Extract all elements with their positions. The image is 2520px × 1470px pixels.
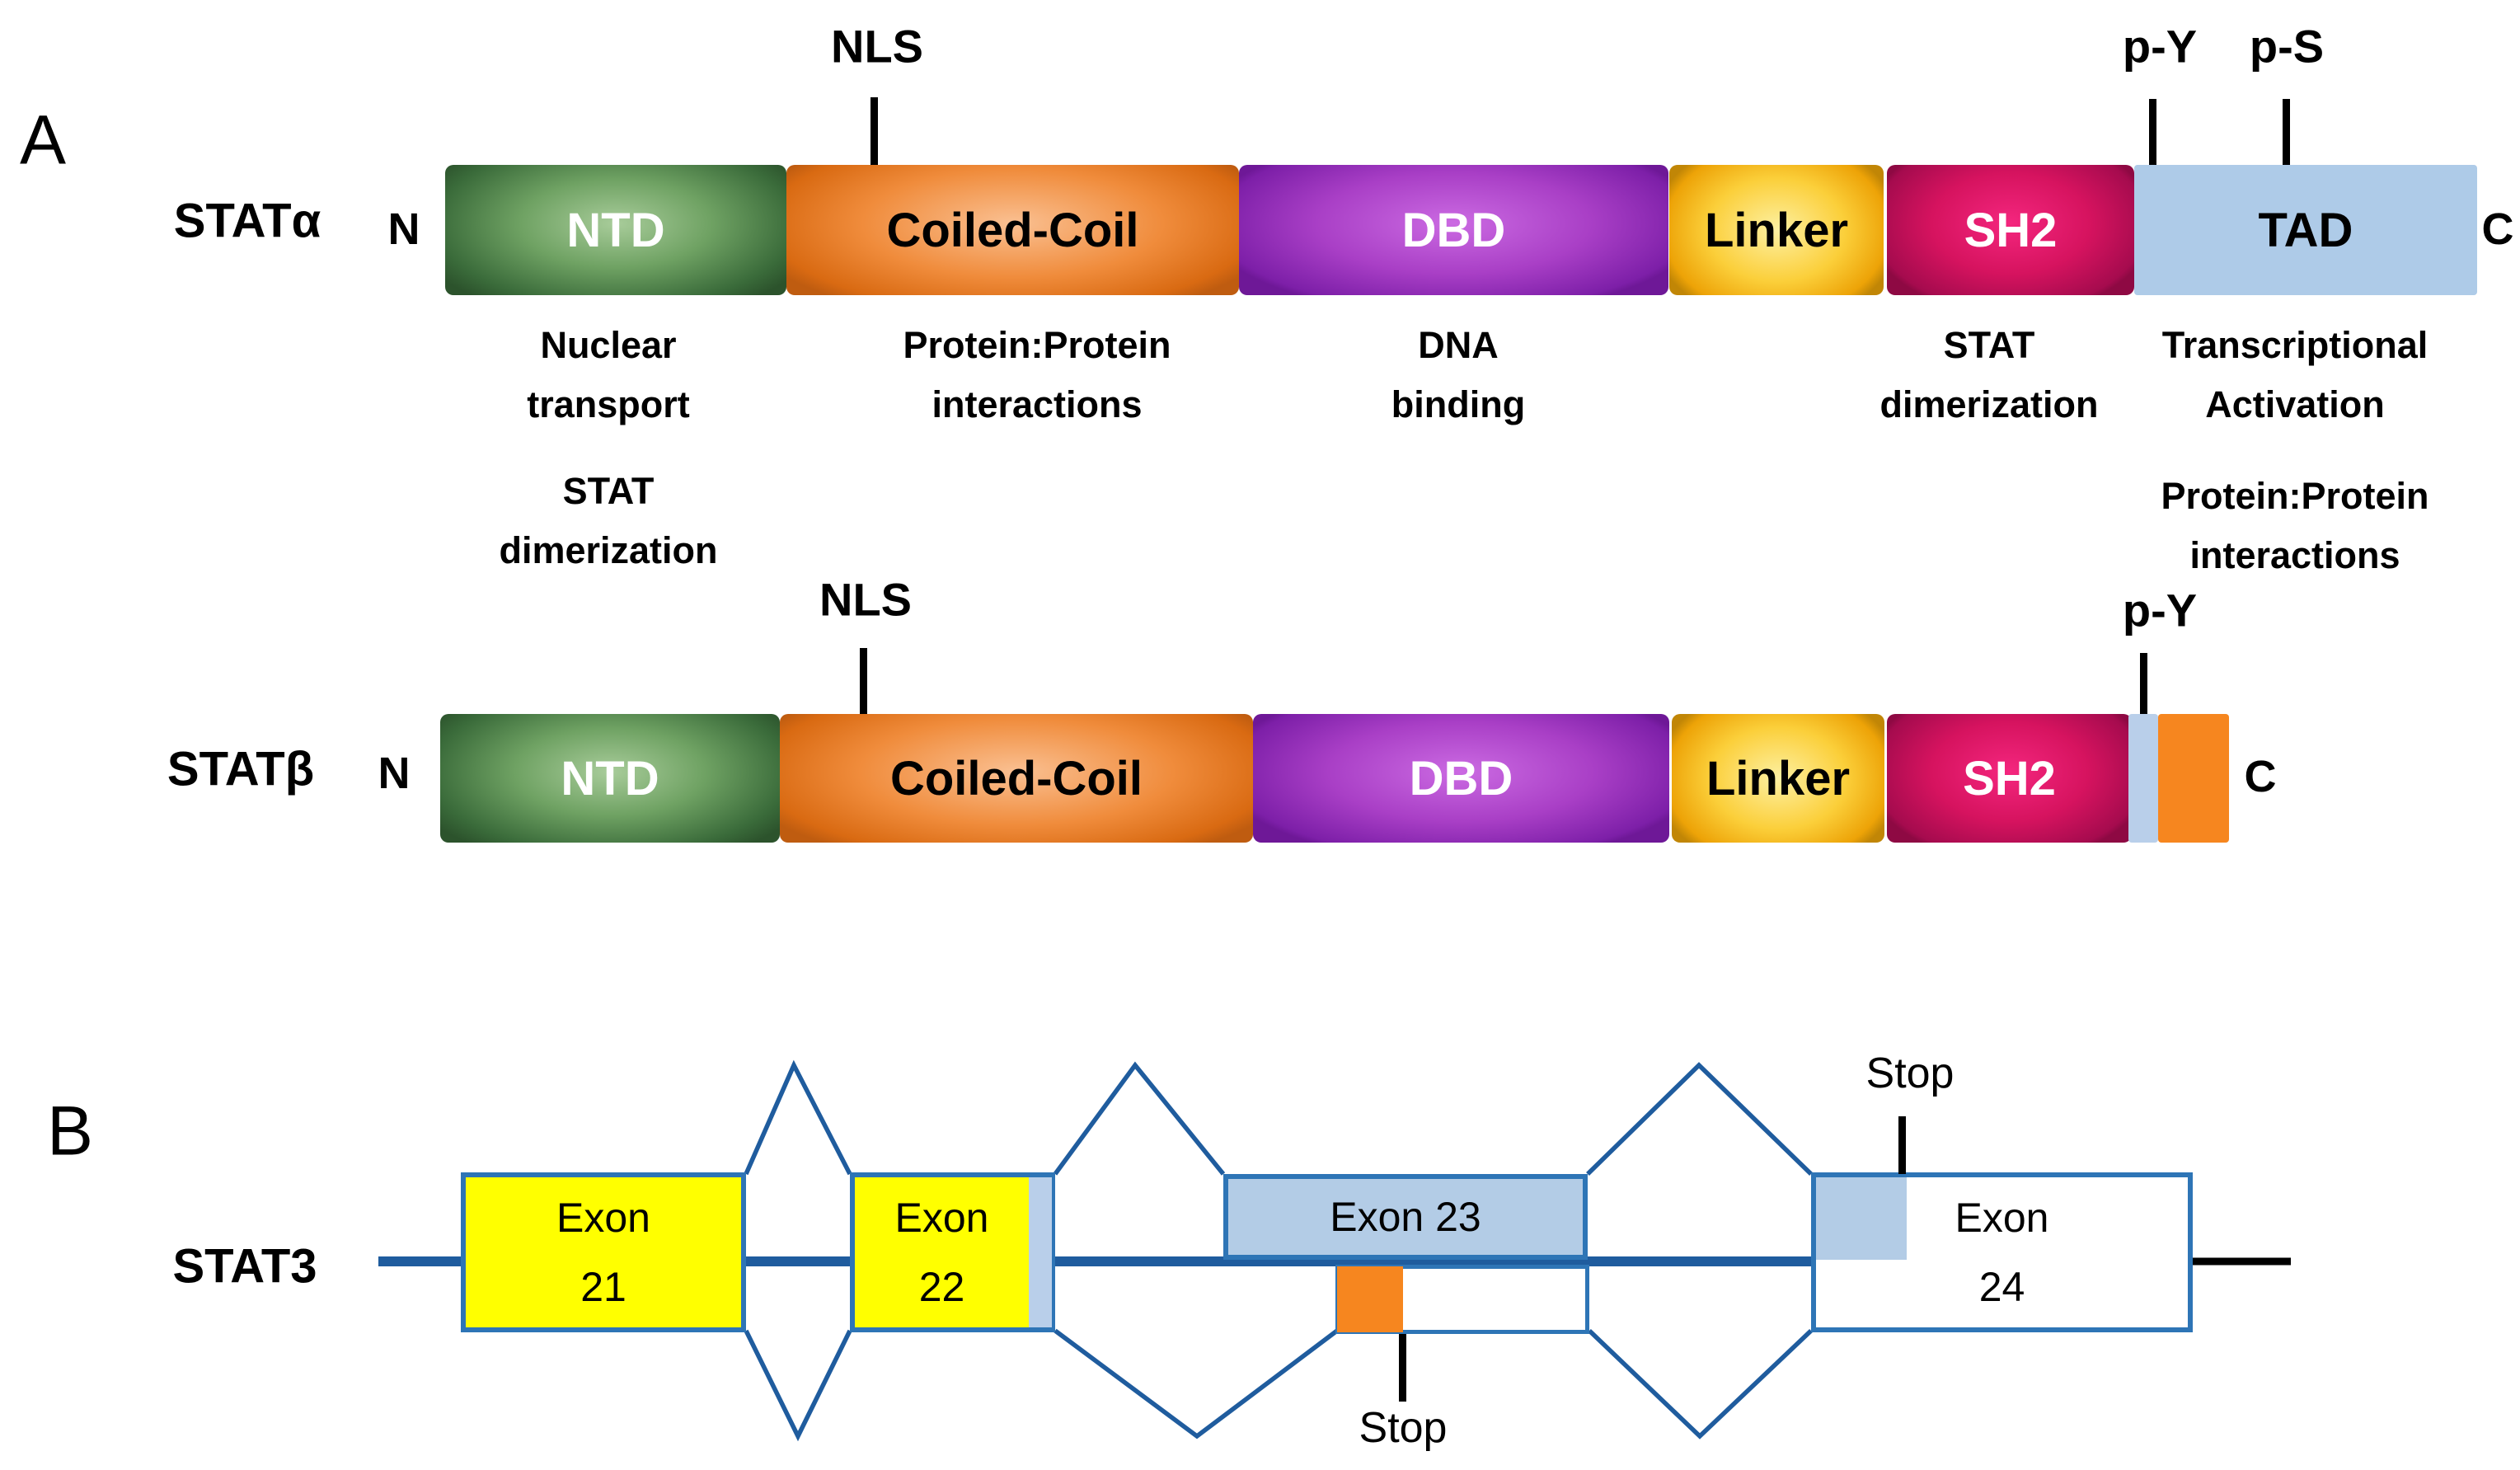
stat-beta-nls-tick: [860, 648, 867, 714]
intron-21-22-lower-v: [744, 1329, 852, 1442]
stat-alpha-c-terminus: C: [2481, 204, 2514, 254]
function-nuclear-transport: Nuclear transport: [527, 324, 690, 425]
function-protein-protein-coiledcoil: Protein:Protein interactions: [903, 324, 1171, 425]
stat-beta-dbd-domain: DBD: [1253, 714, 1669, 843]
panel-b-letter: B: [46, 1092, 94, 1170]
stat-beta-name: STATβ: [167, 742, 315, 796]
stat-beta-py-label: p-Y: [2122, 584, 2198, 636]
panel-a-letter: A: [19, 101, 67, 179]
exon-21-box: Exon 21: [461, 1172, 746, 1332]
stat-alpha-sh2-domain: SH2: [1887, 165, 2134, 295]
stat-alpha-py-tick: [2149, 99, 2156, 170]
stat-alpha-coiledcoil-domain: Coiled-Coil: [786, 165, 1239, 295]
intron-22-23-upper-v: [1053, 1061, 1226, 1176]
stop-codon-alpha-label: Stop: [1865, 1050, 1955, 1097]
stat-alpha-ps-tick: [2283, 99, 2290, 170]
intron-21-22-upper-v: [744, 1059, 852, 1176]
stat-alpha-nls-label: NLS: [831, 20, 923, 73]
exon-22-box: Exon 22: [850, 1172, 1055, 1332]
function-transcriptional-activation: Transcriptional Activation: [2161, 324, 2428, 425]
intron-23-24-lower-v: [1588, 1329, 1813, 1439]
stat-alpha-n-terminus: N: [387, 204, 420, 254]
stop-codon-beta-label: Stop: [1359, 1404, 1448, 1452]
function-stat-dimerization-sh2: STAT dimerization: [1879, 324, 2099, 425]
stat-alpha-ntd-domain: NTD: [445, 165, 786, 295]
stat-beta-linker-domain: Linker: [1672, 714, 1884, 843]
stat-alpha-nls-tick: [871, 97, 878, 167]
stat-beta-domain-bar: NTD Coiled-Coil DBD Linker SH2: [440, 714, 2229, 843]
stat-beta-sh2-domain: SH2: [1887, 714, 2132, 843]
stat-alpha-linker-domain: Linker: [1669, 165, 1884, 295]
stat-alpha-tad-domain: TAD: [2134, 165, 2477, 295]
exon-24-blue-segment: [1816, 1177, 1907, 1260]
stat-beta-n-terminus: N: [378, 749, 411, 798]
stat3-gene-name: STAT3: [172, 1239, 317, 1294]
stat-beta-tail-orange-segment: [2158, 714, 2229, 843]
stat-beta-c-terminus: C: [2244, 752, 2277, 801]
stat-alpha-name: STATα: [173, 194, 321, 248]
stat-beta-ntd-domain: NTD: [440, 714, 780, 843]
stat-beta-py-tick: [2140, 653, 2147, 714]
exon-22-blue-sliver: [1029, 1177, 1052, 1327]
beta-stop-orange-box: [1337, 1266, 1403, 1332]
stop-codon-beta-tick: [1399, 1334, 1406, 1402]
intron-23-24-upper-v: [1586, 1062, 1813, 1176]
stat-beta-coiledcoil-domain: Coiled-Coil: [780, 714, 1253, 843]
stat-alpha-ps-label: p-S: [2249, 20, 2325, 73]
function-protein-protein-tad: Protein:Protein interactions: [2161, 475, 2429, 576]
function-stat-dimerization-ntd: STAT dimerization: [499, 470, 718, 571]
exon-23-box: Exon 23: [1223, 1174, 1588, 1260]
intron-22-23-lower-v: [1054, 1328, 1339, 1439]
stop-codon-alpha-tick: [1898, 1116, 1906, 1174]
stat-alpha-domain-bar: NTD Coiled-Coil DBD Linker SH2 TAD: [445, 165, 2477, 295]
stat-alpha-py-label: p-Y: [2122, 20, 2198, 73]
stat-beta-tail-blue-segment: [2128, 714, 2158, 843]
stat-beta-nls-label: NLS: [819, 573, 912, 626]
stat-alpha-dbd-domain: DBD: [1239, 165, 1668, 295]
function-dna-binding: DNA binding: [1391, 324, 1526, 425]
